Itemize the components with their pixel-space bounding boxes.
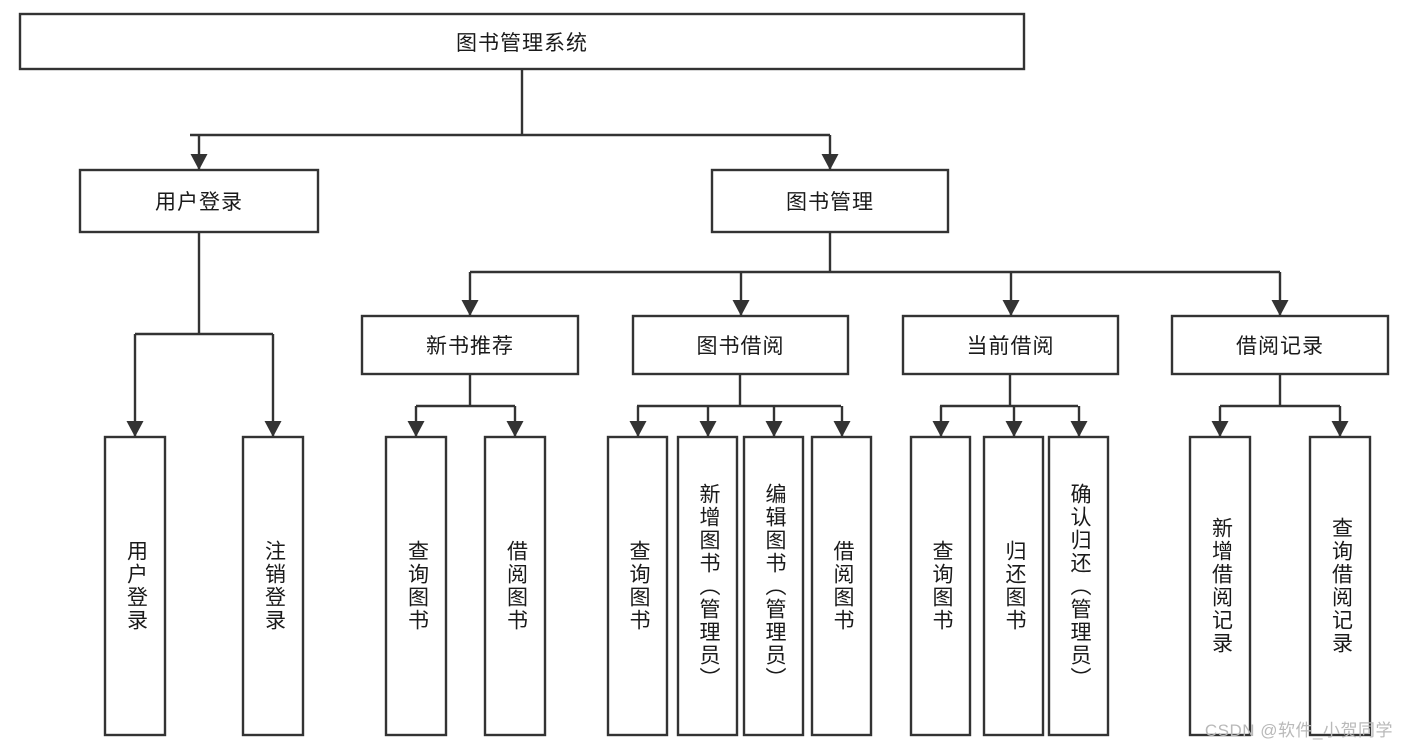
node-box-borrow-record[interactable]: [1170, 314, 1390, 376]
arrow-head-icon: [407, 421, 425, 437]
node-box-book-borrow[interactable]: [631, 314, 850, 376]
node-box-leaf-borrow-book-2[interactable]: [810, 435, 873, 737]
node-box-leaf-add-book[interactable]: [676, 435, 739, 737]
arrow-head-icon: [461, 300, 479, 316]
arrow-head-icon: [833, 421, 851, 437]
arrow-head-icon: [506, 421, 524, 437]
arrow-head-icon: [1331, 421, 1349, 437]
node-box-user-login[interactable]: [78, 168, 320, 234]
arrow-head-icon: [264, 421, 282, 437]
node-box-leaf-user-logout[interactable]: [241, 435, 305, 737]
arrow-head-icon: [1271, 300, 1289, 316]
node-box-leaf-confirm-return[interactable]: [1047, 435, 1110, 737]
arrow-head-icon: [932, 421, 950, 437]
node-box-current-borrow[interactable]: [901, 314, 1120, 376]
node-box-leaf-borrow-book-1[interactable]: [483, 435, 547, 737]
arrow-head-icon: [629, 421, 647, 437]
arrow-head-icon: [126, 421, 144, 437]
arrow-head-icon: [821, 154, 839, 170]
node-box-leaf-return-book[interactable]: [982, 435, 1045, 737]
arrow-head-icon: [1211, 421, 1229, 437]
arrow-head-icon: [1070, 421, 1088, 437]
watermark-csdn: CSDN @软件_小贺同学: [1204, 721, 1393, 740]
node-box-leaf-query-record[interactable]: [1308, 435, 1372, 737]
node-box-leaf-query-book-2[interactable]: [606, 435, 669, 737]
arrow-head-icon: [1005, 421, 1023, 437]
node-box-leaf-user-login[interactable]: [103, 435, 167, 737]
node-box-leaf-edit-book[interactable]: [742, 435, 805, 737]
arrow-head-icon: [699, 421, 717, 437]
arrow-head-icon: [1002, 300, 1020, 316]
node-box-new-book-rec[interactable]: [360, 314, 580, 376]
arrow-head-icon: [765, 421, 783, 437]
nodes-layer: [18, 12, 1390, 737]
edges-layer: [126, 69, 1349, 437]
node-box-root[interactable]: [18, 12, 1026, 71]
node-box-book-manage[interactable]: [710, 168, 950, 234]
arrow-head-icon: [190, 154, 208, 170]
arrow-head-icon: [732, 300, 750, 316]
node-box-leaf-query-book-1[interactable]: [384, 435, 448, 737]
node-box-leaf-query-book-3[interactable]: [909, 435, 972, 737]
node-box-leaf-add-record[interactable]: [1188, 435, 1252, 737]
